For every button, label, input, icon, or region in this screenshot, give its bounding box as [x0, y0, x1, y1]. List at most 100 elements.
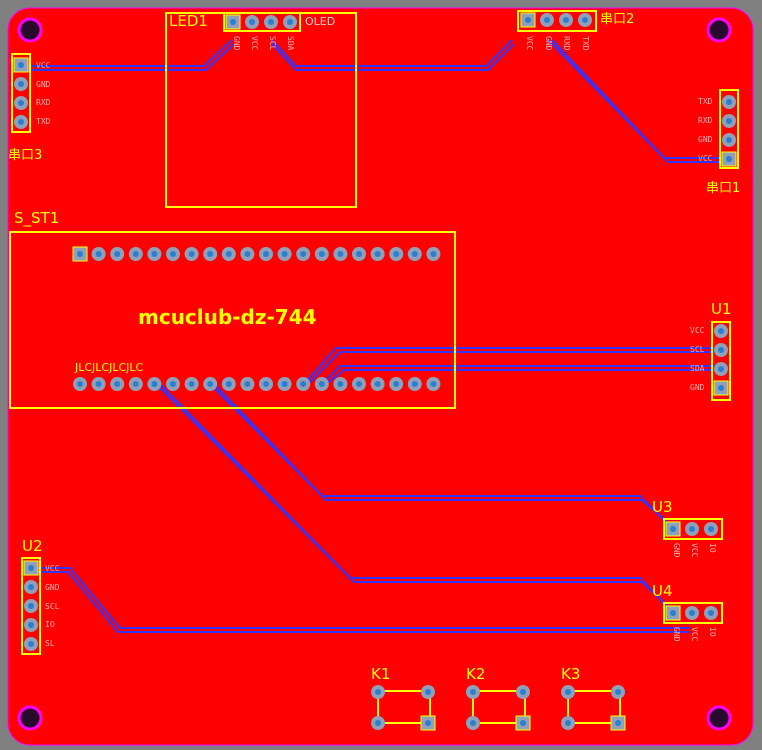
uart2-designator: 串口2 [600, 12, 635, 27]
s-st1-top-pad [203, 247, 218, 261]
s-st1-bottom-pad [73, 377, 87, 391]
uart-right-designator: 串口1 [706, 181, 741, 196]
k2-outline [472, 690, 526, 724]
s-st1-top-pad [277, 247, 292, 261]
u1-pin-label-1: VCC [690, 326, 705, 335]
k2-pad [516, 685, 530, 699]
s-st1-top-pad [72, 246, 88, 262]
k1-designator: K1 [371, 665, 391, 683]
k2-pad [515, 715, 531, 731]
uart2-pad [559, 13, 573, 27]
s-st1-top-pad [166, 247, 180, 261]
mount-hole-tl [17, 17, 43, 43]
s-st1-bottom-pad [184, 377, 199, 391]
mounting-holes [17, 17, 732, 731]
mount-hole-tr [706, 17, 732, 43]
mount-hole-bl [17, 705, 43, 731]
u4-pad [704, 606, 718, 620]
s-st1-top-pad [91, 247, 106, 261]
s-st1-top-pad [407, 247, 422, 261]
led1-pin-label-4: SDA [286, 36, 295, 51]
u3-pin-label-1: GND [672, 543, 681, 558]
uart2-pin-label-1: VCC [525, 36, 534, 51]
uart3-pad [14, 115, 28, 129]
led1-pad [264, 15, 278, 29]
u1-designator: U1 [711, 300, 732, 318]
uart3-designator: 串口3 [8, 148, 43, 163]
u3-pin-label-2: VCC [690, 543, 699, 558]
uart2-header-outline [517, 10, 597, 32]
s-st1-bottom-pad [370, 377, 385, 391]
led1-pad [283, 15, 297, 29]
u2-pad [24, 580, 38, 594]
uart-right-pad [722, 95, 736, 109]
uart2-pad [578, 13, 592, 27]
uart2-pin-label-2: GND [544, 36, 553, 51]
k1-outline [377, 690, 431, 724]
u3-outline [663, 518, 723, 540]
u2-pad [24, 637, 38, 651]
board-outline [7, 7, 754, 746]
s-st1-bottom-pad [147, 377, 162, 391]
led1-pad [225, 14, 241, 30]
uart3-pin-label-2: GND [36, 80, 51, 89]
s-st1-top-pad [221, 247, 236, 261]
k1-pad [371, 685, 385, 699]
u1-pin-label-2: SCL [690, 345, 705, 354]
uart-right-pin-label-3: GND [698, 135, 713, 144]
uart-right-pin-label-4: VCC [698, 154, 713, 163]
s-st1-top-pad [147, 247, 162, 261]
k2-pad [466, 685, 480, 699]
u2-pad [23, 560, 39, 576]
uart-right-pin-label-1: TXD [698, 97, 713, 106]
k1-pad [421, 685, 435, 699]
u2-pin-label-1: VCC [45, 564, 60, 573]
u3-pad [685, 522, 699, 536]
s-st1-bottom-pad [128, 377, 143, 391]
uart2-pad [520, 12, 536, 28]
led1-pin-label-1: GND [232, 36, 241, 51]
board-title: mcuclub-dz-744 [138, 305, 317, 329]
uart2-pad [540, 13, 554, 27]
u2-pin-label-4: IO [45, 620, 55, 629]
uart3-pad [13, 57, 29, 73]
uart3-pad [14, 77, 28, 91]
u2-pin-label-2: GND [45, 583, 60, 592]
u2-designator: U2 [22, 537, 43, 555]
uart3-pad [14, 96, 28, 110]
k3-pad [561, 716, 575, 730]
s-st1-top-pad [333, 247, 348, 261]
k3-pad [610, 715, 626, 731]
pads [13, 12, 737, 731]
u4-pin-label-1: GND [672, 627, 681, 642]
s-st1-top-pad [184, 247, 199, 261]
uart3-pin-label-1: VCC [36, 61, 51, 70]
traces [20, 39, 728, 633]
s-st1-top-pad [240, 247, 255, 261]
s-st1-bottom-pad [296, 377, 311, 391]
u2-pad [24, 599, 38, 613]
s-st1-bottom-pad [314, 377, 329, 391]
s-st1-outline [9, 231, 456, 409]
uart2-pin-label-3: RXD [562, 36, 571, 51]
u4-designator: U4 [652, 582, 673, 600]
u3-pin-label-3: IO [708, 543, 717, 553]
s-st1-top-pad [370, 247, 385, 261]
u2-outline [21, 557, 41, 655]
s-st1-bottom-pad [407, 377, 422, 391]
u4-outline [663, 602, 723, 624]
k1-pad [420, 715, 436, 731]
u2-pin-label-3: SCL [45, 602, 60, 611]
k3-pad [561, 685, 575, 699]
u1-pad [714, 343, 728, 357]
s-st1-bottom-pad [426, 377, 441, 391]
uart3-pin-label-4: TXD [36, 117, 51, 126]
k2-designator: K2 [466, 665, 486, 683]
k2-pad [466, 716, 480, 730]
s-st1-bottom-pad [240, 377, 255, 391]
uart-right-pad [721, 151, 737, 167]
led1-name: OLED [305, 15, 336, 28]
s-st1-top-pad [389, 247, 404, 261]
u4-pin-label-2: VCC [690, 627, 699, 642]
